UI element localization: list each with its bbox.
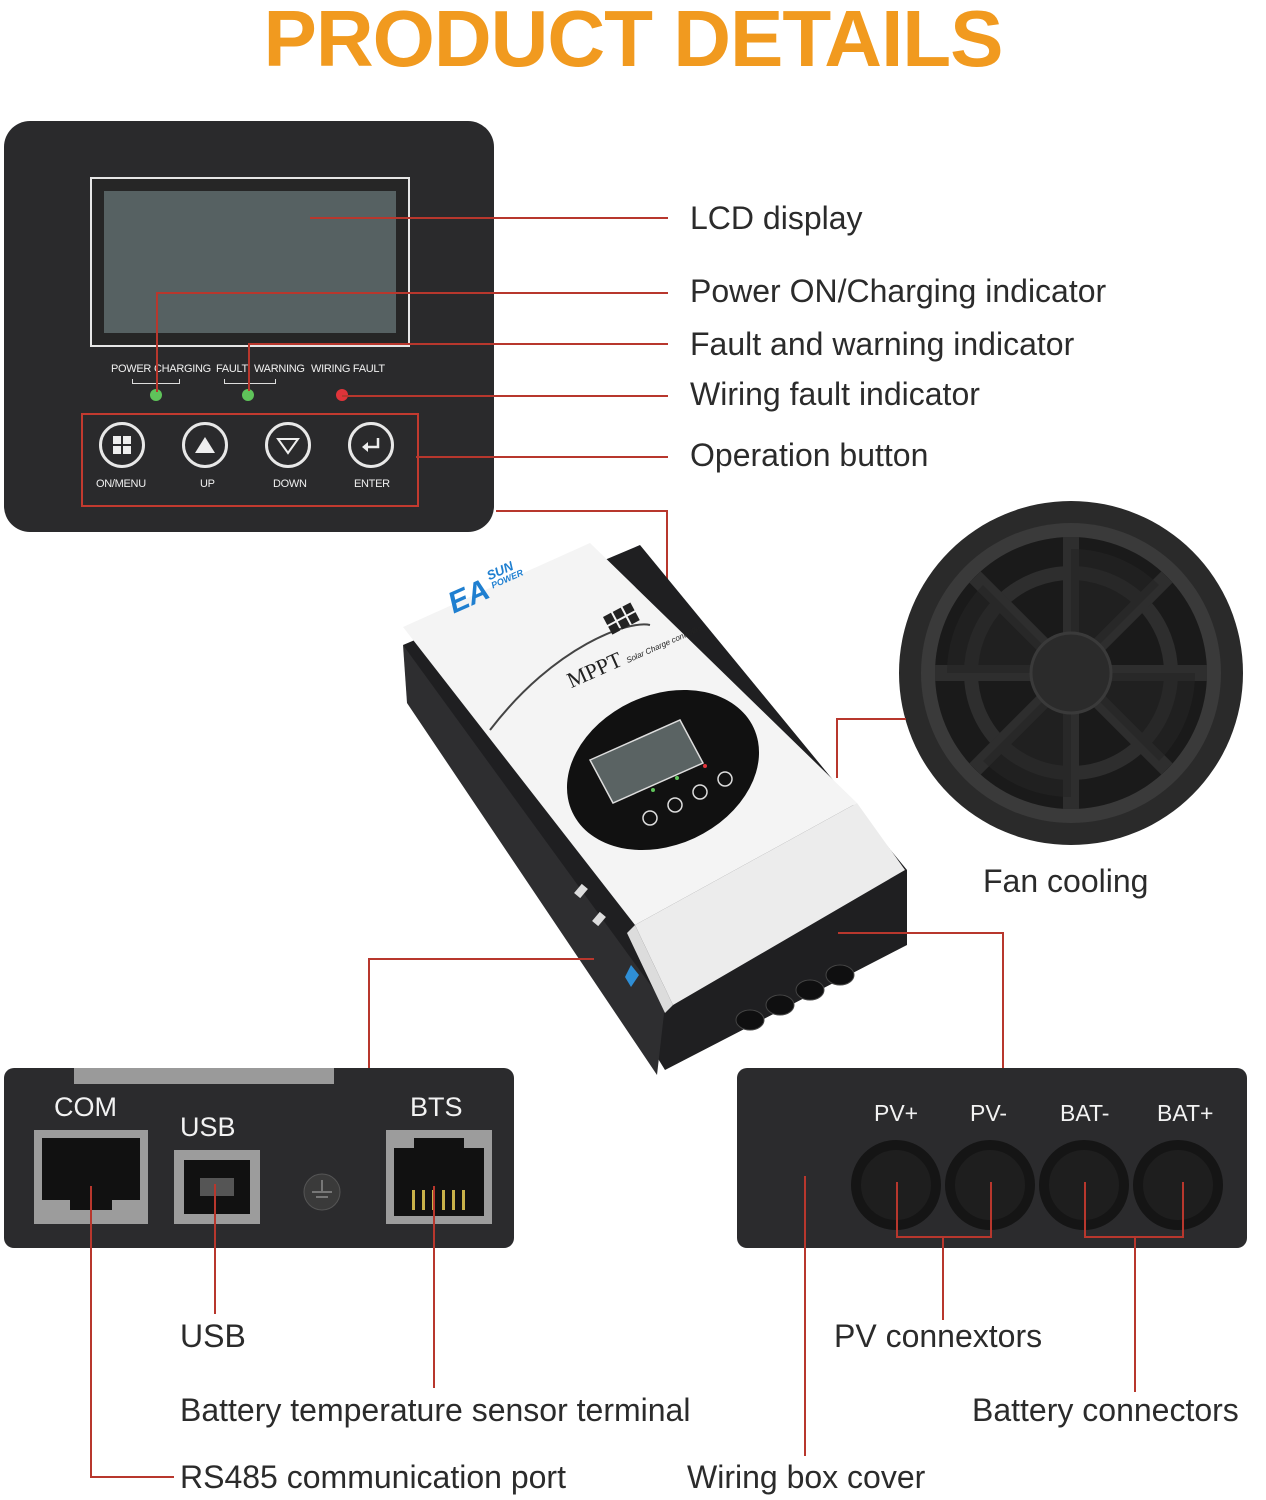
pv-plus-label: PV+ <box>874 1100 919 1126</box>
charge-controller-device <box>403 543 907 1075</box>
down-label: DOWN <box>273 478 307 490</box>
rj-socket-icon <box>394 1138 484 1216</box>
callout-wiring-fault: Wiring fault indicator <box>690 376 980 412</box>
windows-icon <box>113 436 131 454</box>
callout-battery-connectors: Battery connectors <box>972 1392 1239 1428</box>
operation-buttons <box>81 413 419 507</box>
enter-arrow-icon <box>362 438 380 452</box>
bat-plus-connector[interactable] <box>1133 1140 1223 1230</box>
cooling-fan <box>899 501 1243 845</box>
lcd-display <box>90 177 410 347</box>
control-panel: POWER CHARGING FAULT WARNING WIRING FAUL… <box>4 121 494 532</box>
indicator-label-charging: CHARGING <box>154 363 211 375</box>
indicator-label-fault: FAULT <box>216 363 248 375</box>
bat-minus-label: BAT- <box>1060 1100 1110 1126</box>
wiring-box-panel: PV+ PV- BAT- BAT+ <box>737 1068 1247 1248</box>
com-port[interactable] <box>34 1130 148 1224</box>
bts-port[interactable] <box>386 1130 492 1224</box>
usb-port[interactable] <box>174 1150 260 1224</box>
pv-minus-label: PV- <box>970 1100 1008 1126</box>
triangle-up-icon <box>195 437 215 453</box>
on-menu-button[interactable] <box>99 422 145 468</box>
bat-plus-label: BAT+ <box>1157 1100 1214 1126</box>
indicator-label-warning: WARNING <box>254 363 305 375</box>
enter-button[interactable] <box>348 422 394 468</box>
up-button[interactable] <box>182 422 228 468</box>
enter-label: ENTER <box>354 478 390 490</box>
com-label: COM <box>54 1092 117 1122</box>
callout-pv-connectors: PV connextors <box>834 1318 1043 1354</box>
indicator-label-wiring-fault: WIRING FAULT <box>311 363 385 375</box>
bts-label: BTS <box>410 1092 463 1122</box>
down-button[interactable] <box>265 422 311 468</box>
fault-warning-led <box>242 389 254 401</box>
indicator-label-power: POWER <box>111 363 152 375</box>
callout-operation-button: Operation button <box>690 437 929 473</box>
ground-screw-icon <box>303 1173 341 1211</box>
rj45-socket-icon <box>42 1138 140 1210</box>
callout-power-charging: Power ON/Charging indicator <box>690 273 1107 309</box>
callout-rs485: RS485 communication port <box>180 1459 566 1495</box>
triangle-down-icon <box>276 438 300 455</box>
on-menu-label: ON/MENU <box>96 478 146 490</box>
callout-bts: Battery temperature sensor terminal <box>180 1392 691 1428</box>
callout-usb: USB <box>180 1318 246 1354</box>
callout-fault-warning: Fault and warning indicator <box>690 326 1075 362</box>
up-label: UP <box>200 478 215 490</box>
power-charging-led <box>150 389 162 401</box>
callout-lcd-display: LCD display <box>690 200 863 236</box>
callout-fan-cooling: Fan cooling <box>983 863 1149 899</box>
page-title: PRODUCT DETAILS <box>263 0 1003 83</box>
callout-wiring-box-cover: Wiring box cover <box>687 1459 926 1495</box>
port-panel: COM USB BTS <box>4 1068 514 1248</box>
usb-label: USB <box>180 1112 236 1142</box>
